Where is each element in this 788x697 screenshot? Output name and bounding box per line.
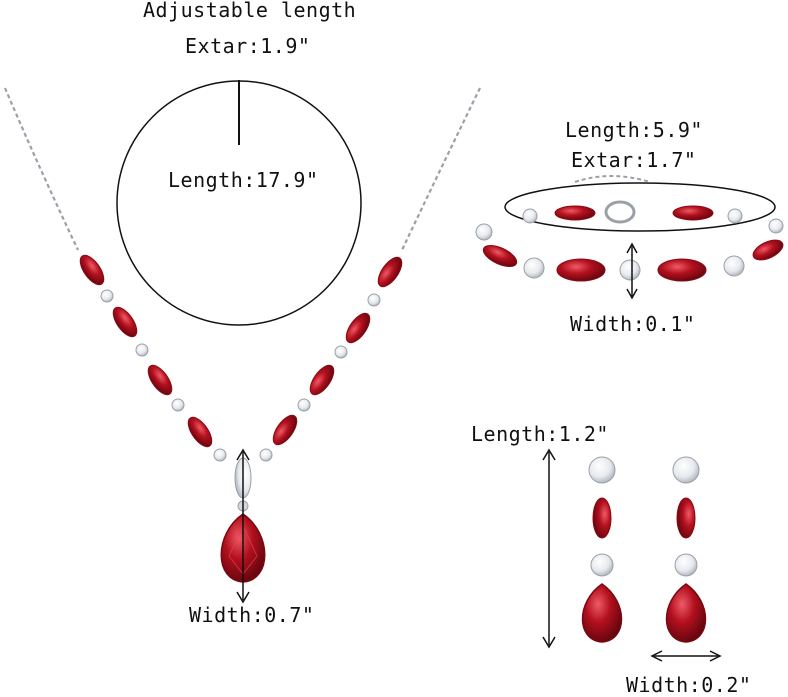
ruby-marquise [309, 364, 335, 396]
necklace-adjustable-label: Adjustable length [143, 0, 357, 22]
necklace-extra-label: Extar:1.9" [185, 34, 311, 58]
earring-width-label: Width:0.2" [626, 673, 752, 697]
necklace-stones [79, 254, 403, 583]
earring-right [665, 456, 707, 643]
bracelet-dimension-arrow [626, 242, 638, 300]
ruby-marquise [377, 256, 403, 288]
earring-left [581, 456, 623, 643]
bracelet-width-label: Width:0.1" [570, 312, 696, 336]
ruby-marquise [147, 364, 173, 396]
necklace-length-circle [116, 80, 362, 326]
pendant-dimension-arrow [236, 448, 250, 604]
ruby-marquise [187, 416, 213, 448]
necklace-chain [3, 87, 481, 251]
bracelet-length-label: Length:5.9" [565, 118, 703, 142]
necklace-width-label: Width:0.7" [189, 603, 315, 627]
ruby-marquise [272, 414, 298, 446]
necklace-length-label: Length:17.9" [168, 168, 319, 192]
bracelet-extra-label: Extar:1.7" [571, 148, 697, 172]
earring-length-label: Length:1.2" [471, 422, 609, 446]
ruby-marquise [112, 306, 138, 338]
bracelet [475, 175, 784, 282]
earring-length-arrow [542, 448, 556, 649]
ruby-marquise [345, 312, 371, 344]
earring-width-arrow [650, 650, 722, 662]
ruby-marquise [79, 254, 105, 286]
